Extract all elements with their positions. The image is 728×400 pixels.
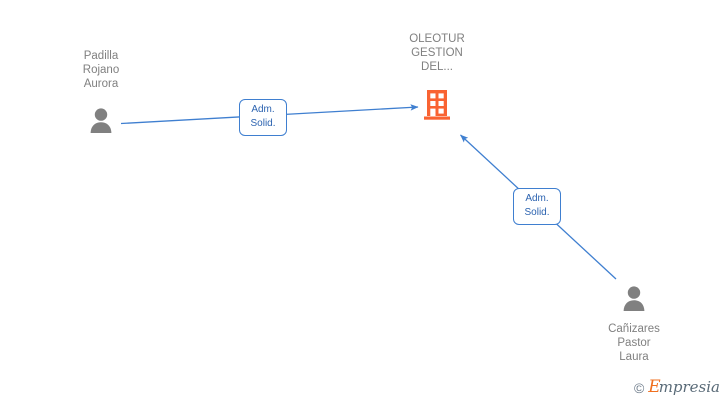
node-person-left-label: Padilla Rojano Aurora (82, 50, 120, 90)
node-company-label: OLEOTUR GESTION DEL... (409, 33, 465, 73)
copyright-icon: © (633, 379, 645, 396)
brand-wordmark: E mpresia (648, 379, 720, 396)
edge-label-right[interactable]: Adm. Solid. (513, 188, 561, 225)
edge-label-left[interactable]: Adm. Solid. (239, 99, 287, 136)
building-icon[interactable] (424, 90, 450, 120)
node-person-right-label: Cañizares Pastor Laura (608, 323, 660, 363)
brand-rest: mpresia (658, 378, 720, 396)
brand-initial: E (648, 377, 661, 397)
person-icon[interactable] (88, 107, 114, 133)
person-icon[interactable] (621, 285, 647, 311)
empresia-watermark: © E mpresia (634, 379, 720, 396)
